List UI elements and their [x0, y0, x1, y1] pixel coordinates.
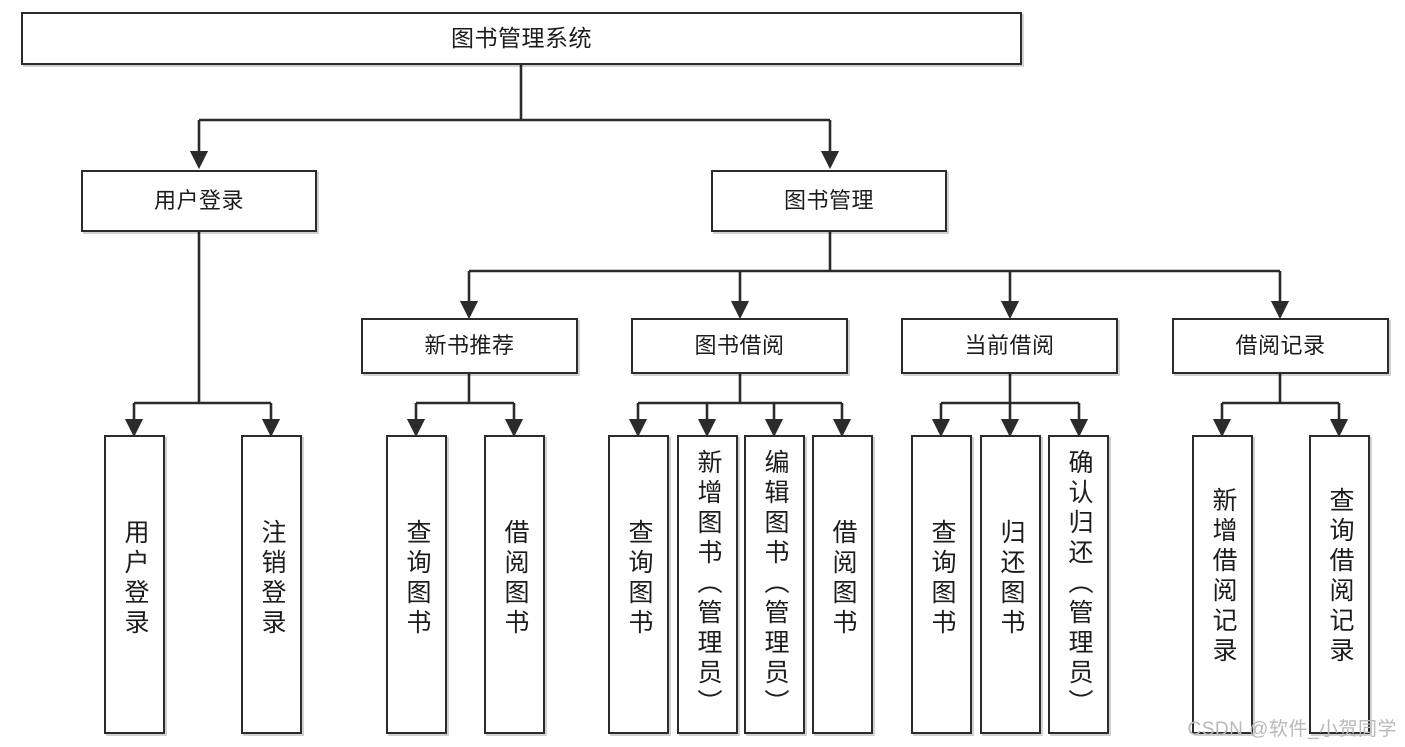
leaf-user-login[interactable]: 用户登录	[104, 435, 165, 734]
leaf-confirm-return-admin-label: 确认归还（管理员）	[1065, 449, 1093, 719]
node-current-borrow-label: 当前借阅	[964, 333, 1055, 359]
leaf-return-book-label: 归还图书	[997, 519, 1025, 639]
leaf-query-book-borrow[interactable]: 查询图书	[608, 435, 669, 734]
leaf-query-book-recommend-label: 查询图书	[403, 519, 431, 639]
node-borrow-records[interactable]: 借阅记录	[1172, 318, 1389, 374]
node-user-login[interactable]: 用户登录	[81, 170, 317, 232]
leaf-confirm-return-admin[interactable]: 确认归还（管理员）	[1048, 435, 1109, 734]
leaf-logout[interactable]: 注销登录	[241, 435, 302, 734]
leaf-add-borrow-record-label: 新增借阅记录	[1209, 487, 1237, 667]
leaf-query-book-current[interactable]: 查询图书	[911, 435, 972, 734]
leaf-borrow-book-label: 借阅图书	[829, 519, 857, 639]
leaf-query-book-current-label: 查询图书	[928, 519, 956, 639]
leaf-borrow-book-recommend-label: 借阅图书	[501, 519, 529, 639]
node-borrow-records-label: 借阅记录	[1235, 333, 1326, 359]
leaf-query-book-borrow-label: 查询图书	[625, 519, 653, 639]
leaf-query-borrow-record-label: 查询借阅记录	[1326, 487, 1354, 667]
leaf-return-book[interactable]: 归还图书	[980, 435, 1041, 734]
node-book-borrow-label: 图书借阅	[694, 333, 785, 359]
leaf-borrow-book-recommend[interactable]: 借阅图书	[484, 435, 545, 734]
leaf-user-login-label: 用户登录	[121, 519, 149, 639]
leaf-logout-label: 注销登录	[258, 519, 286, 639]
leaf-query-borrow-record[interactable]: 查询借阅记录	[1309, 435, 1370, 734]
node-user-login-label: 用户登录	[153, 188, 244, 214]
leaf-add-book-admin[interactable]: 新增图书（管理员）	[677, 435, 738, 734]
leaf-add-book-admin-label: 新增图书（管理员）	[694, 449, 722, 719]
node-new-book-recommend-label: 新书推荐	[424, 333, 515, 359]
node-book-management-label: 图书管理	[783, 188, 874, 214]
leaf-edit-book-admin[interactable]: 编辑图书（管理员）	[744, 435, 805, 734]
leaf-add-borrow-record[interactable]: 新增借阅记录	[1192, 435, 1253, 734]
node-current-borrow[interactable]: 当前借阅	[901, 318, 1118, 374]
node-new-book-recommend[interactable]: 新书推荐	[361, 318, 578, 374]
node-root[interactable]: 图书管理系统	[21, 12, 1022, 65]
node-root-label: 图书管理系统	[451, 24, 592, 51]
leaf-borrow-book[interactable]: 借阅图书	[812, 435, 873, 734]
node-book-management[interactable]: 图书管理	[711, 170, 947, 232]
node-book-borrow[interactable]: 图书借阅	[631, 318, 848, 374]
leaf-query-book-recommend[interactable]: 查询图书	[386, 435, 447, 734]
leaf-edit-book-admin-label: 编辑图书（管理员）	[761, 449, 789, 719]
